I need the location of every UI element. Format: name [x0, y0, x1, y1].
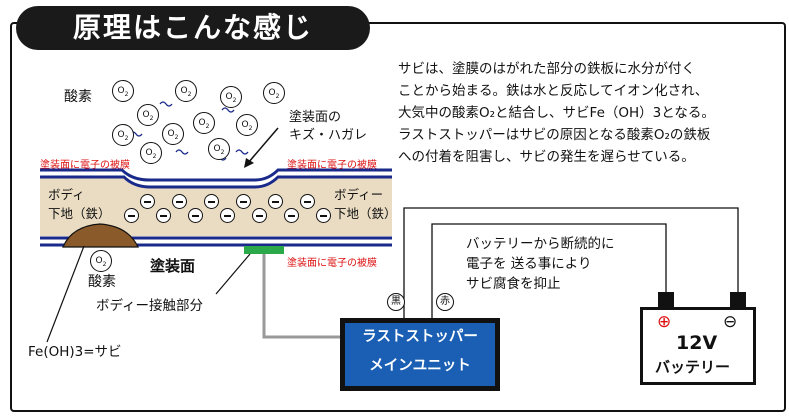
main-unit-face: ラストストッパー メインユニット — [345, 323, 495, 386]
description-line: ことから始まる。鉄は水と反応してイオン化され、 — [398, 83, 709, 99]
oxygen-label-top: 酸素 — [64, 89, 92, 105]
o2-text: O — [198, 118, 206, 128]
coating-electron-label: 塗装面に電子の被膜 — [287, 160, 377, 171]
battery-note-line: 電子を 送る事により — [466, 256, 592, 272]
o2-text: O — [225, 92, 233, 102]
unit-label-line: メインユニット — [369, 358, 471, 374]
o2-sub: 2 — [248, 124, 253, 132]
scratch-label-1: 塗装面の — [289, 110, 342, 125]
main-unit: ラストストッパー メインユニット — [340, 318, 500, 391]
red-wire-label: 赤 — [436, 293, 454, 311]
black-wire — [262, 254, 340, 339]
unit-label-line: ラストストッパー — [362, 329, 478, 345]
o2-text: O — [95, 256, 103, 266]
black-wire-battery — [403, 207, 739, 318]
electron-icon — [188, 208, 203, 223]
o2-text: O — [180, 86, 188, 96]
rust-blob — [62, 223, 139, 248]
electron-icon — [204, 194, 219, 209]
electron-icon — [268, 194, 283, 209]
body-label-right-1: ボディー — [334, 187, 384, 202]
red-wire-battery — [431, 223, 667, 318]
o2-sub: 2 — [174, 133, 179, 141]
body-label-left-1: ボディ — [48, 187, 85, 202]
description-line: への付着を阻害し、サビの発生を遅らせている。 — [398, 149, 695, 165]
o2-sub: 2 — [124, 90, 129, 98]
o2-text: O — [142, 110, 150, 120]
oxygen-molecule: O2 — [175, 80, 197, 102]
plus-icon: ⊕ — [657, 312, 672, 332]
description-line: ラストストッパーはサビの原因となる酸素O₂の鉄板 — [398, 127, 711, 143]
contact-pad — [244, 246, 284, 254]
electron-icon — [156, 208, 171, 223]
electron-icon — [124, 208, 139, 223]
battery: ⊕ ⊖ 12V バッテリー — [640, 307, 756, 385]
o2-text: O — [167, 129, 175, 139]
electron-icon — [236, 194, 251, 209]
o2-text: O — [117, 130, 125, 140]
o2-sub: 2 — [152, 152, 157, 160]
o2-sub: 2 — [102, 260, 107, 268]
o2-sub: 2 — [124, 134, 129, 142]
coating-top-line-2 — [40, 175, 392, 189]
description-line: サビは、塗膜のはがれた部分の鉄板に水分が付く — [398, 61, 695, 77]
coating-top-line — [40, 168, 392, 182]
oxygen-molecule: O2 — [208, 138, 230, 160]
o2-text: O — [241, 120, 249, 130]
electron-icon — [140, 194, 155, 209]
oxygen-label-bottom: 酸素 — [88, 274, 116, 290]
contact-pointer — [215, 253, 251, 295]
battery-note-line: サビ腐食を抑止 — [466, 276, 561, 292]
scratch-arrow — [247, 127, 279, 164]
battery-voltage: 12V — [676, 332, 718, 354]
rust-label: Fe(OH)3=サビ — [28, 344, 122, 360]
body-contact-label: ボディー接触部分 — [96, 298, 204, 314]
o2-sub: 2 — [187, 90, 192, 98]
o2-sub: 2 — [232, 96, 237, 104]
o2-text: O — [145, 148, 153, 158]
battery-terminal-positive — [658, 292, 674, 307]
electron-icon — [300, 194, 315, 209]
body-label-left-2: 下地（鉄） — [48, 206, 111, 221]
oxygen-molecule: O2 — [112, 80, 134, 102]
oxygen-molecule: O2 — [193, 112, 215, 134]
oxygen-molecule: O2 — [140, 142, 162, 164]
minus-icon: ⊖ — [723, 312, 738, 332]
title: 原理はこんな感じ — [16, 6, 370, 50]
coating-electron-label: 塗装面に電子の被膜 — [40, 160, 130, 171]
electron-icon — [220, 208, 235, 223]
description-line: 大気中の酸素O₂と結合し、サビFe（OH）3となる。 — [398, 105, 715, 121]
o2-sub: 2 — [149, 114, 154, 122]
o2-text: O — [268, 88, 276, 98]
diagram-frame — [10, 22, 786, 412]
battery-note-line: バッテリーから断続的に — [466, 236, 615, 252]
oxygen-molecule: O2 — [263, 82, 285, 104]
paint-surface-label: 塗装面 — [150, 257, 196, 275]
body-label-right-2: 下地（鉄） — [334, 206, 397, 221]
o2-text: O — [117, 86, 125, 96]
electron-icon — [172, 194, 187, 209]
electron-icon — [284, 208, 299, 223]
scratch-label-2: キズ・ハガレ — [289, 128, 368, 143]
black-wire-label: 黒 — [387, 293, 405, 311]
description: サビは、塗膜のはがれた部分の鉄板に水分が付く ことから始まる。鉄は水と反応してイ… — [398, 58, 778, 168]
oxygen-molecule: O2 — [236, 114, 258, 136]
electron-icon — [316, 208, 331, 223]
o2-sub: 2 — [205, 122, 210, 130]
battery-name: バッテリー — [655, 358, 731, 376]
oxygen-molecule: O2 — [162, 123, 184, 145]
rust-pointer — [46, 245, 85, 343]
oxygen-molecule: O2 — [112, 124, 134, 146]
oxygen-molecule: O2 — [137, 104, 159, 126]
o2-text: O — [213, 144, 221, 154]
o2-sub: 2 — [275, 92, 280, 100]
oxygen-molecule: O2 — [90, 250, 112, 272]
oxygen-molecule: O2 — [220, 86, 242, 108]
o2-sub: 2 — [220, 148, 225, 156]
electron-icon — [252, 208, 267, 223]
coating-electron-label: 塗装面に電子の被膜 — [287, 258, 377, 269]
battery-terminal-negative — [730, 292, 746, 307]
